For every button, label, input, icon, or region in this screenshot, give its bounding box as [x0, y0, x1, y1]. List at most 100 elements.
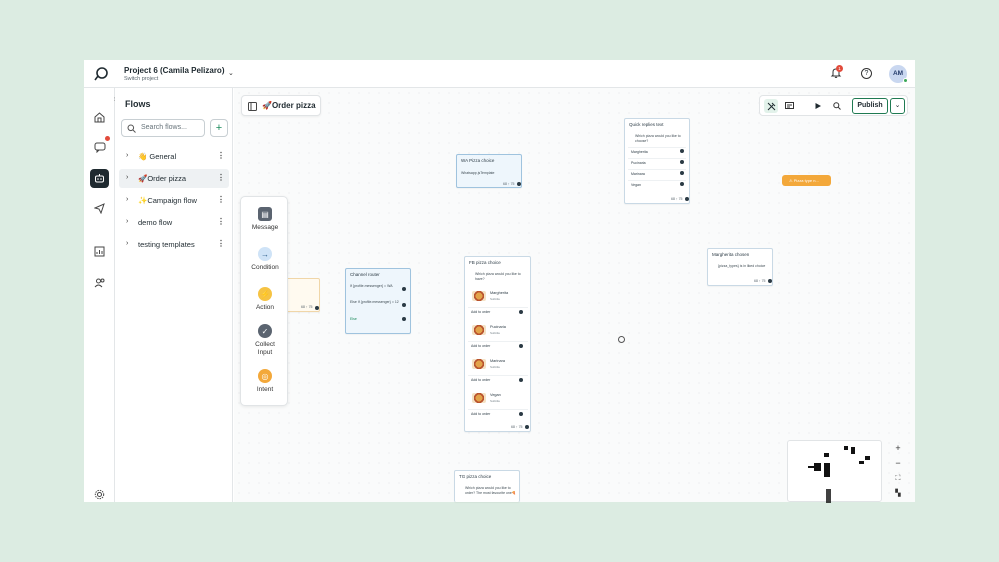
search-icon[interactable] [830, 99, 844, 113]
pizza-name: Marinara [490, 359, 505, 363]
node-stats: 68 ↑ 75 [503, 182, 515, 186]
pizza-image [472, 393, 486, 403]
node-port[interactable] [517, 182, 521, 186]
node-port[interactable] [680, 149, 684, 153]
condition-row: If {profile.messenger} = WA [350, 284, 393, 288]
comment-icon[interactable] [782, 99, 796, 113]
minimap-node [851, 447, 855, 454]
flow-canvas[interactable] [234, 88, 915, 502]
node-port[interactable] [519, 412, 523, 416]
pizza-name: Pucinaria [490, 325, 506, 329]
node-port[interactable] [680, 182, 684, 186]
node-port[interactable] [519, 344, 523, 348]
flow-tab[interactable]: 🚀Order pizza [241, 95, 321, 116]
notification-badge: 1 [836, 65, 843, 72]
sidebar-item-testing-templates[interactable]: › testing templates ⋮ [119, 235, 229, 254]
node-body: {pizza_types} is in liked choice [718, 264, 766, 268]
bolt-icon: ⚡ [258, 287, 272, 301]
more-menu-icon[interactable]: ⋮ [217, 239, 225, 248]
node-stats: 68 ↑ 75 [754, 279, 766, 283]
node-port[interactable] [519, 310, 523, 314]
start-node-partial[interactable]: 68 ↑ 75 [286, 278, 320, 312]
publish-button[interactable]: Publish [852, 98, 888, 114]
quick-reply-option: Vegan [628, 180, 686, 189]
sidebar-item-general[interactable]: › 👋 General ⋮ [119, 147, 229, 166]
more-menu-icon[interactable]: ⋮ [217, 195, 225, 204]
node-port[interactable] [680, 160, 684, 164]
palette-item-intent[interactable]: ◎ Intent [241, 369, 289, 394]
pizza-type-node[interactable]: ⚠ Pizza type n... [782, 175, 831, 186]
margherita-chosen-node[interactable]: Margherita chosen {pizza_types} is in li… [707, 248, 773, 286]
minimap[interactable] [787, 440, 882, 503]
pizza-subtitle: Subtitle [490, 297, 501, 301]
search-placeholder: Search flows... [141, 124, 187, 131]
pizza-subtitle: Subtitle [490, 331, 501, 335]
minimap-viewport [826, 489, 831, 503]
sidebar-item-demo-flow[interactable]: › demo flow ⋮ [119, 213, 229, 232]
flow-label: 🚀Order pizza [138, 174, 187, 183]
quick-replies-node[interactable]: Quick replies text Which pizza would you… [624, 118, 690, 204]
node-title: Quick replies text [629, 122, 664, 127]
layout-button[interactable]: ▚ [895, 490, 901, 497]
help-icon[interactable]: ? [861, 68, 872, 79]
fit-view-button[interactable]: ⛶ [895, 475, 901, 482]
project-title[interactable]: Project 6 (Camila Pelizaro) [124, 66, 225, 75]
fb-pizza-choice-node[interactable]: FB pizza choice Which pizza would you li… [464, 256, 531, 432]
users-icon[interactable] [90, 273, 109, 292]
add-flow-button[interactable]: + [210, 119, 228, 137]
palette-item-message[interactable]: ▤ Message [241, 207, 289, 232]
node-port[interactable] [768, 279, 772, 283]
channel-router-node[interactable]: Channel router If {profile.messenger} = … [345, 268, 411, 334]
more-menu-icon[interactable]: ⋮ [217, 151, 225, 160]
quick-reply-option: Pucinaria [628, 158, 686, 167]
node-title: Margherita chosen [712, 252, 750, 257]
inbox-icon[interactable] [90, 138, 109, 157]
arrow-right-icon: → [258, 247, 272, 261]
node-palette: ▤ Message → Condition ⚡ Action ✓ Collect… [240, 196, 288, 406]
node-port[interactable] [680, 171, 684, 175]
pizza-action: Add to order [468, 307, 528, 316]
node-port[interactable] [685, 197, 689, 201]
send-icon[interactable] [90, 199, 109, 218]
more-menu-icon[interactable]: ⋮ [217, 217, 225, 226]
palette-label: Message [251, 224, 279, 231]
search-input[interactable]: Search flows... [121, 119, 205, 137]
palette-label: Action [255, 304, 275, 311]
palette-item-collect-input[interactable]: ✓ Collect Input [241, 324, 289, 357]
node-port[interactable] [402, 287, 406, 291]
tools-icon[interactable] [764, 99, 778, 113]
zoom-in-button[interactable]: + [895, 443, 901, 453]
avatar[interactable]: AM [889, 65, 907, 83]
zoom-out-button[interactable]: − [895, 458, 901, 468]
node-port[interactable] [402, 317, 406, 321]
sidebar-item-campaign-flow[interactable]: › ✨Campaign flow ⋮ [119, 191, 229, 210]
wa-pizza-choice-node[interactable]: WA Pizza choice Whatsapp.jsTemplate 68 ↑… [456, 154, 522, 188]
node-title: Channel router [350, 272, 380, 277]
online-status-dot [903, 78, 908, 83]
target-icon: ◎ [258, 369, 272, 383]
bot-icon[interactable] [90, 169, 109, 188]
publish-options-icon[interactable]: ⌄ [890, 98, 905, 114]
panel-icon[interactable] [248, 102, 257, 111]
check-icon: ✓ [258, 324, 272, 338]
settings-icon[interactable] [90, 485, 109, 502]
palette-item-action[interactable]: ⚡ Action [241, 287, 289, 312]
pizza-action: Add to order [468, 409, 528, 418]
more-menu-icon[interactable]: ⋮ [217, 173, 225, 182]
pizza-subtitle: Subtitle [490, 399, 501, 403]
node-port[interactable] [402, 303, 406, 307]
tg-pizza-choice-node[interactable]: TG pizza choice Which pizza would you li… [454, 470, 520, 502]
node-port[interactable] [519, 378, 523, 382]
chevron-down-icon[interactable]: ⌄ [228, 70, 234, 77]
node-port[interactable] [525, 425, 529, 429]
minimap-node [824, 463, 830, 477]
analytics-icon[interactable] [90, 242, 109, 261]
play-icon[interactable] [811, 99, 825, 113]
home-icon[interactable] [90, 108, 109, 127]
sidebar-item-order-pizza[interactable]: › 🚀Order pizza ⋮ [119, 169, 229, 188]
node-port[interactable] [315, 306, 319, 310]
switch-project-link[interactable]: Switch project [124, 76, 159, 82]
condition-row: Else [350, 317, 357, 321]
chevron-right-icon: › [126, 152, 129, 159]
palette-item-condition[interactable]: → Condition [241, 247, 289, 272]
